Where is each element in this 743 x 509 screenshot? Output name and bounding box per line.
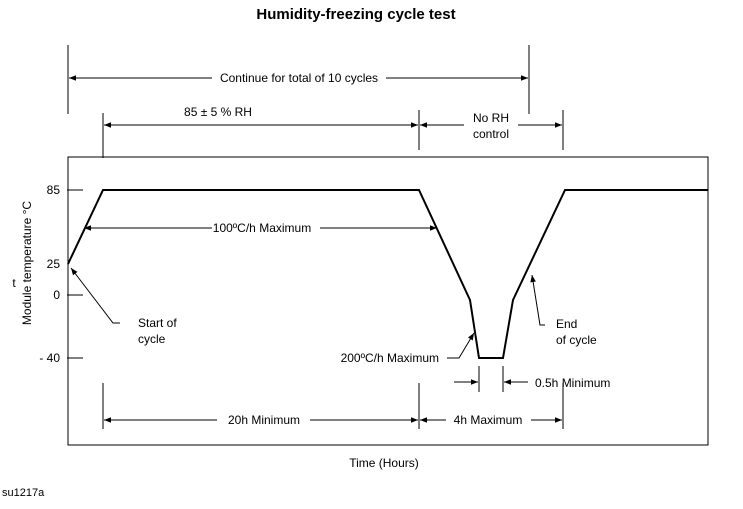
diagram-title: Humidity-freezing cycle test <box>256 6 455 23</box>
x-axis-label: Time (Hours) <box>349 456 419 470</box>
y-tick-85: 85 <box>47 183 61 197</box>
y-tick-0: 0 <box>53 288 60 302</box>
end-label-line2: of cycle <box>556 333 597 347</box>
y-axis-label: Module temperature °C <box>20 201 34 326</box>
start-label-line1: Start of <box>138 316 177 330</box>
no-rh-label-line2: control <box>473 127 509 141</box>
fast-ramp-leader <box>447 332 475 359</box>
no-rh-label-line1: No RH <box>473 111 509 125</box>
cycle-note: Continue for total of 10 cycles <box>220 71 378 85</box>
end-leader <box>530 274 545 326</box>
fast-ramp-label: 200ºC/h Maximum <box>341 351 439 365</box>
y-tick-25: 25 <box>47 257 61 271</box>
end-label-line1: End <box>556 317 577 331</box>
start-leader <box>70 267 120 324</box>
figure-id: su1217a <box>2 487 45 499</box>
temperature-profile <box>67 189 708 359</box>
transition-label: 4h Maximum <box>454 413 523 427</box>
y-tick-minus40: - 40 <box>39 351 60 365</box>
rh-label: 85 ± 5 % RH <box>184 105 252 119</box>
start-label-line2: cycle <box>138 332 166 346</box>
ramp-label: 100ºC/h Maximum <box>213 221 311 235</box>
dwell-high-label: 20h Minimum <box>228 413 300 427</box>
plot-frame <box>67 156 709 446</box>
dwell-low-label: 0.5h Minimum <box>535 376 610 390</box>
y-symbol: t <box>12 276 16 290</box>
